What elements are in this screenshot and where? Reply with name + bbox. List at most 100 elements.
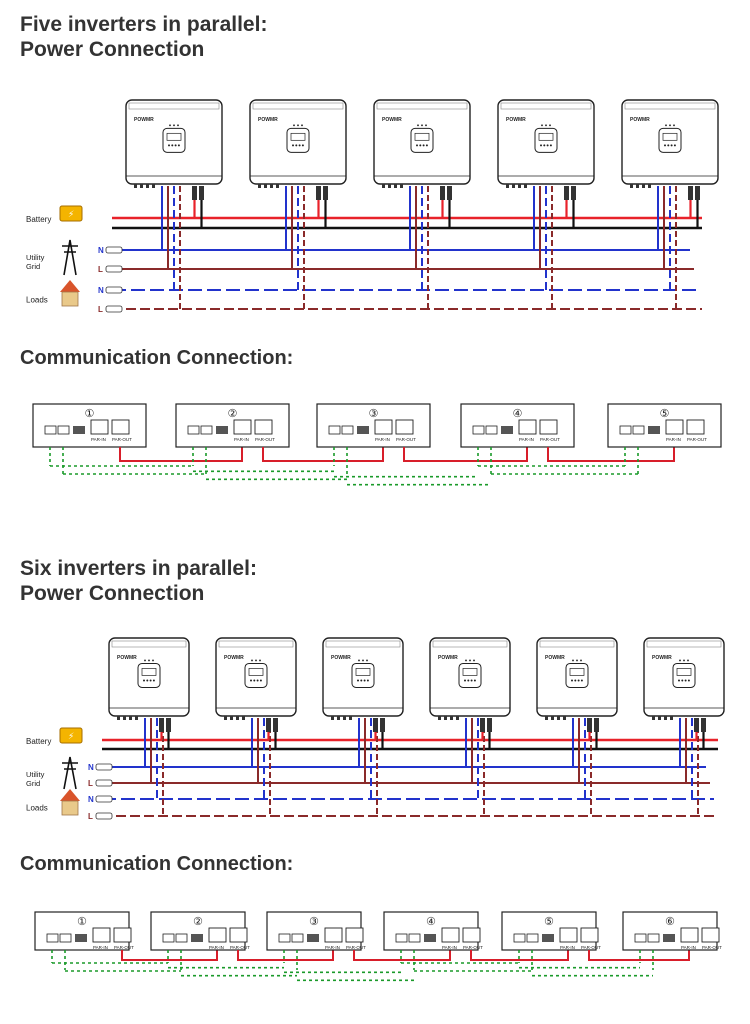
brand-logo: POWMR bbox=[134, 117, 154, 123]
par-in-label: PAR-IN bbox=[375, 437, 390, 442]
dc-fuse bbox=[447, 186, 452, 200]
cable-terminal-icon bbox=[105, 265, 123, 273]
par-out-port bbox=[539, 419, 558, 435]
lcd-button bbox=[149, 679, 152, 682]
dc-fuse bbox=[480, 718, 485, 732]
status-led bbox=[469, 659, 471, 662]
share-terminal bbox=[485, 425, 498, 435]
unit-number: ④ bbox=[513, 408, 523, 420]
brand-logo: POWMR bbox=[630, 117, 650, 123]
par-out-port bbox=[345, 927, 364, 943]
five-comm-heading: Communication Connection: bbox=[20, 347, 294, 369]
lcd-button bbox=[549, 144, 552, 147]
brand-logo: POWMR bbox=[382, 117, 402, 123]
bottom-terminal bbox=[146, 184, 149, 188]
cable-terminal-icon bbox=[105, 286, 123, 294]
share-terminal bbox=[200, 425, 213, 435]
bottom-terminal bbox=[400, 184, 403, 188]
par-in-port bbox=[92, 927, 111, 943]
bottom-terminal bbox=[134, 184, 137, 188]
par-in-port bbox=[680, 927, 699, 943]
bottom-terminal bbox=[264, 184, 267, 188]
lcd-button bbox=[684, 679, 687, 682]
bottom-terminal bbox=[123, 716, 126, 720]
unit-number: ⑤ bbox=[544, 916, 554, 928]
status-led bbox=[255, 659, 257, 662]
par-link-cable bbox=[470, 950, 569, 961]
share-terminal bbox=[647, 933, 660, 943]
bottom-terminal bbox=[551, 716, 554, 720]
battery-icon bbox=[59, 205, 83, 222]
lcd-button bbox=[580, 679, 583, 682]
six-section-heading: Six inverters in parallel: Power Connect… bbox=[20, 556, 257, 606]
dry-contact-block bbox=[191, 934, 203, 942]
lcd-button bbox=[171, 144, 174, 147]
bottom-terminal bbox=[438, 716, 441, 720]
lcd-button bbox=[146, 679, 149, 682]
grid-live-label: L bbox=[98, 265, 103, 274]
bottom-terminal bbox=[636, 184, 639, 188]
share-terminal bbox=[59, 933, 72, 943]
par-link-cable bbox=[403, 447, 528, 462]
status-led bbox=[251, 659, 253, 662]
lcd-button bbox=[363, 679, 366, 682]
dry-contact-block bbox=[542, 934, 554, 942]
par-in-label: PAR-IN bbox=[560, 945, 575, 950]
lcd-button bbox=[467, 679, 470, 682]
inverter-top-rim bbox=[500, 102, 592, 110]
par-link-cable bbox=[119, 447, 243, 462]
dc-fuse bbox=[316, 186, 321, 200]
lcd-button bbox=[470, 679, 473, 682]
share-terminal bbox=[634, 933, 647, 943]
lcd-button bbox=[673, 144, 676, 147]
lcd-button bbox=[422, 144, 425, 147]
par-out-label: PAR-OUT bbox=[112, 437, 132, 442]
par-out-label: PAR-OUT bbox=[463, 945, 483, 950]
bottom-terminal bbox=[557, 716, 560, 720]
lcd-button bbox=[177, 144, 180, 147]
bottom-terminal bbox=[117, 716, 120, 720]
lcd-screen bbox=[569, 668, 585, 676]
loads-label: Loads bbox=[26, 804, 48, 813]
inverter-top-rim bbox=[624, 102, 716, 110]
par-out-port bbox=[686, 419, 705, 435]
brand-logo: POWMR bbox=[545, 655, 565, 661]
bottom-terminal bbox=[450, 716, 453, 720]
status-led bbox=[152, 659, 154, 662]
dc-fuse bbox=[440, 186, 445, 200]
dc-fuse bbox=[594, 718, 599, 732]
par-link-cable bbox=[588, 950, 690, 961]
lcd-button bbox=[259, 679, 262, 682]
dc-fuse bbox=[266, 718, 271, 732]
status-led bbox=[362, 659, 364, 662]
load-neutral-label: N bbox=[88, 795, 94, 804]
lcd-button bbox=[360, 679, 363, 682]
par-out-port bbox=[229, 927, 248, 943]
share-terminal bbox=[341, 425, 354, 435]
par-in-port bbox=[90, 419, 109, 435]
par-in-label: PAR-IN bbox=[519, 437, 534, 442]
load-live-label: L bbox=[98, 305, 103, 314]
status-led bbox=[301, 124, 303, 127]
dc-fuse bbox=[192, 186, 197, 200]
par-in-label: PAR-IN bbox=[91, 437, 106, 442]
share-terminal bbox=[278, 933, 291, 943]
six-heading-line1: Six inverters in parallel: bbox=[20, 557, 257, 580]
status-led bbox=[177, 124, 179, 127]
cable-terminal-icon bbox=[95, 779, 113, 787]
status-led bbox=[173, 124, 175, 127]
comm-board bbox=[383, 911, 479, 951]
lcd-button bbox=[574, 679, 577, 682]
house-wall-icon bbox=[61, 800, 79, 816]
share-terminal bbox=[175, 933, 188, 943]
inverter-top-rim bbox=[252, 102, 344, 110]
pylon-icon bbox=[62, 239, 78, 276]
dry-contact-block bbox=[75, 934, 87, 942]
status-led bbox=[683, 659, 685, 662]
share-terminal bbox=[291, 933, 304, 943]
share-terminal bbox=[328, 425, 341, 435]
five-heading-line1: Five inverters in parallel: bbox=[20, 13, 268, 36]
par-in-port bbox=[208, 927, 227, 943]
cable-terminal-icon bbox=[105, 246, 123, 254]
